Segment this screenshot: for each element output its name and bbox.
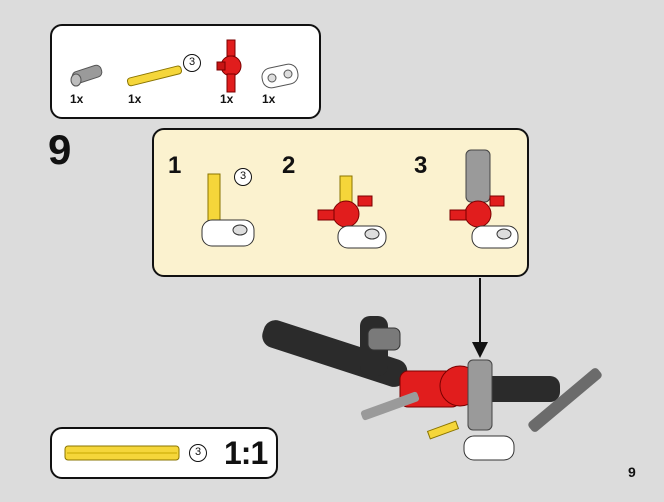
- substep-1-model-icon: [201, 173, 255, 247]
- subassembly-panel: 1 3 2 3: [152, 128, 529, 277]
- substep-3-model-icon: [449, 149, 519, 249]
- substep-number: 2: [282, 152, 296, 179]
- yellow-axle: [426, 420, 460, 440]
- yellow-axle-scale-icon: [64, 445, 180, 461]
- part-qty: 1x: [70, 92, 84, 106]
- scale-ratio: 1:1: [224, 435, 268, 471]
- insertion-arrowhead: [472, 342, 488, 358]
- red-connector-icon: [216, 39, 242, 93]
- white-beam: [463, 435, 515, 461]
- yellow-axle-icon: [126, 65, 182, 87]
- main-assembly-illustration: [262, 278, 602, 461]
- gray-connector: [367, 327, 401, 351]
- gray-axle-connector-icon: [70, 64, 103, 87]
- white-beam-icon: [261, 63, 299, 89]
- gray-axle: [528, 368, 602, 432]
- substep-2-model-icon: [317, 175, 387, 249]
- scale-reference-panel: 3 1:1: [50, 427, 278, 479]
- gray-axle-connector: [467, 359, 493, 431]
- page-number: 9: [628, 464, 636, 480]
- part-qty: 1x: [128, 92, 142, 106]
- axle-length-badge: 3: [189, 444, 207, 462]
- axle-length-badge: 3: [183, 54, 201, 72]
- substep-number: 3: [414, 152, 428, 179]
- part-qty: 1x: [262, 92, 276, 106]
- substep-number: 1: [168, 152, 182, 179]
- step-number: 9: [48, 126, 72, 173]
- gray-axle: [360, 391, 420, 421]
- parts-list-panel: 1x 3 1x 1x 1x: [50, 24, 321, 119]
- axle-length-badge: 3: [234, 168, 252, 186]
- part-qty: 1x: [220, 92, 234, 106]
